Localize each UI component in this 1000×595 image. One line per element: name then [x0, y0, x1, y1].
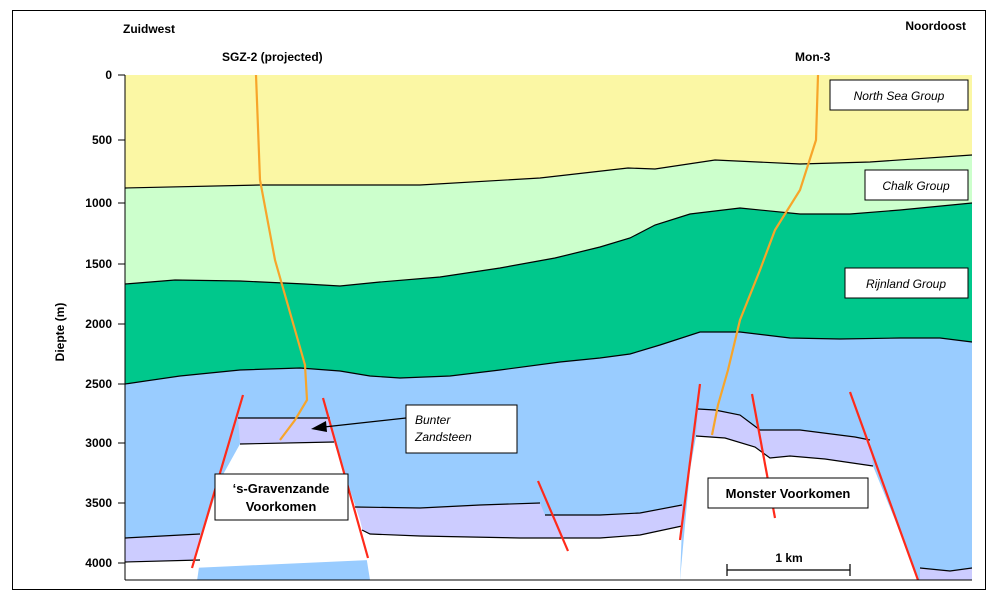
y-axis-ticks: [118, 74, 125, 564]
figure-frame: [12, 10, 986, 590]
direction-northeast: Noordoost: [905, 19, 966, 33]
bunter-arrow-head: [311, 421, 327, 432]
y-tick-label: 4000: [85, 556, 112, 570]
y-tick-label: 2500: [85, 377, 112, 391]
y-tick-label: 0: [105, 68, 112, 82]
y-tick-label: 1000: [85, 196, 112, 210]
y-tick-label: 1500: [85, 257, 112, 271]
north-sea-label: North Sea Group: [854, 89, 945, 103]
bunter-band-center: [355, 503, 682, 538]
north-sea-label-box: [829, 79, 969, 111]
scale-bar: [726, 564, 851, 576]
direction-southwest: Zuidwest: [123, 22, 175, 36]
bunter-arrow-line: [323, 417, 407, 428]
bunter-label-line1: Bunter: [415, 413, 451, 427]
monster-label-box: [707, 477, 869, 509]
gravenzande-label-box: [214, 473, 349, 521]
bunter-label-line2: Zandsteen: [414, 430, 472, 444]
well-label-mon3: Mon-3: [795, 50, 831, 64]
rijnland-label: Rijnland Group: [866, 277, 946, 291]
chalk-label-box: [864, 169, 969, 201]
chalk-label: Chalk Group: [882, 179, 950, 193]
bunter-band-left: [125, 534, 200, 562]
well-paths: [254, 75, 820, 441]
horizon-lines: [125, 154, 972, 572]
bunter-band-horst-right: [696, 409, 873, 466]
y-tick-label: 500: [92, 133, 112, 147]
y-axis-title: Diepte (m): [53, 303, 67, 362]
gravenzande-label-line1: ‘s-Gravenzande: [233, 481, 330, 496]
base-white-center: [362, 526, 682, 580]
rijnland-label-box: [844, 267, 969, 299]
gravenzande-label-line2: Voorkomen: [246, 499, 317, 514]
y-tick-label: 3500: [85, 496, 112, 510]
y-tick-label: 3000: [85, 436, 112, 450]
y-tick-label: 2000: [85, 317, 112, 331]
well-label-sgz2: SGZ-2 (projected): [222, 50, 323, 64]
base-white-left: [125, 560, 200, 580]
scale-bar-label: 1 km: [775, 551, 802, 565]
bunter-band-right: [920, 568, 972, 580]
monster-label: Monster Voorkomen: [726, 486, 851, 501]
bunter-label-box: [405, 404, 518, 454]
